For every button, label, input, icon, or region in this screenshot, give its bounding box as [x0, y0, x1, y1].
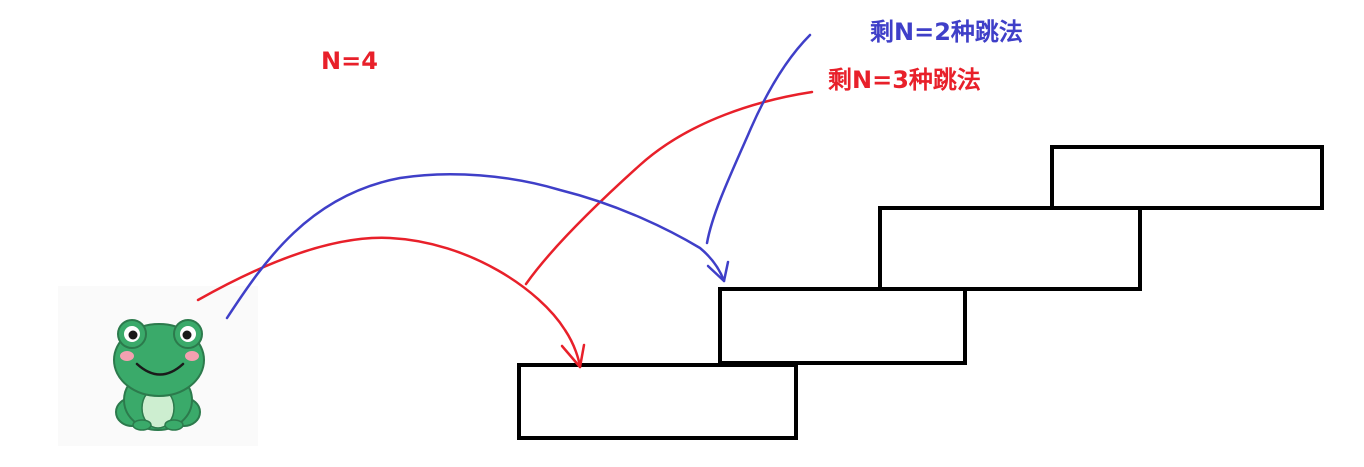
step-1	[517, 363, 798, 440]
step-3	[878, 206, 1142, 291]
blue-arrowhead	[706, 260, 730, 283]
blue-pointer-line	[705, 33, 812, 245]
red-pointer-line	[524, 90, 814, 286]
step-4	[1050, 145, 1324, 210]
remaining-two-label: 剩N=2种跳法	[870, 18, 1023, 46]
step-2	[718, 287, 967, 365]
blue-jump-arc	[225, 172, 726, 320]
staircase	[517, 145, 1324, 440]
frog-icon	[113, 319, 205, 431]
total-steps-label: N=4	[321, 47, 378, 75]
remaining-three-label: 剩N=3种跳法	[828, 66, 981, 94]
red-jump-arc	[196, 236, 582, 369]
red-arrowhead	[560, 343, 586, 369]
